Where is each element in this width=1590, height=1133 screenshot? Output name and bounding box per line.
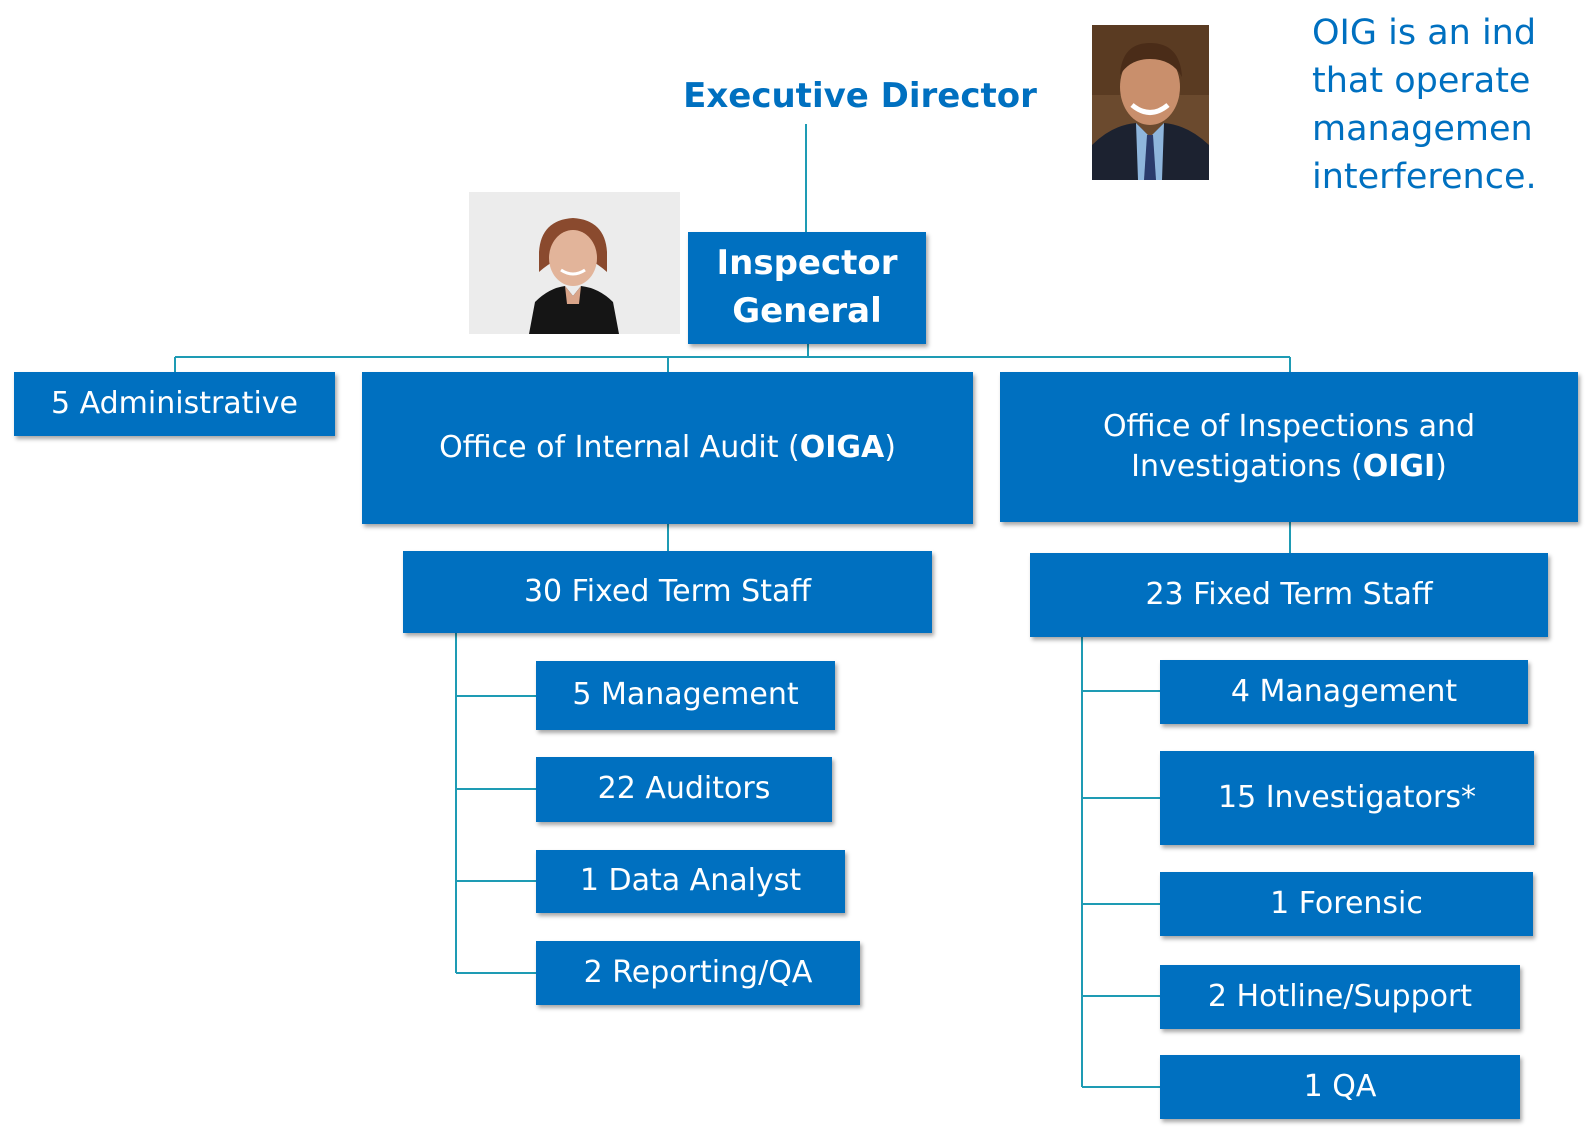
oigi-acronym: OIGI — [1362, 449, 1436, 484]
oigi-unit-box: 2 Hotline/Support — [1160, 965, 1520, 1029]
oiga-title: Office of Internal Audit (OIGA) — [439, 428, 896, 469]
administrative-box: 5 Administrative — [14, 372, 335, 436]
oigi-unit-box: 1 QA — [1160, 1055, 1520, 1119]
executive-director-photo — [1092, 25, 1209, 180]
oigi-unit-box: 1 Forensic — [1160, 872, 1533, 936]
inspector-general-photo — [469, 192, 680, 334]
administrative-label: 5 Administrative — [51, 385, 298, 421]
executive-director-title: Executive Director — [683, 76, 1037, 116]
oiga-staff-box: 30 Fixed Term Staff — [403, 551, 932, 633]
oig-statement-line: interference. — [1312, 156, 1537, 197]
oigi-unit-label: 1 QA — [1303, 1068, 1377, 1104]
oigi-title-suffix: ) — [1435, 449, 1447, 484]
oiga-unit-label: 22 Auditors — [597, 771, 771, 807]
oigi-title-prefix: Investigations ( — [1131, 449, 1363, 484]
oigi-unit-label: 2 Hotline/Support — [1207, 978, 1473, 1014]
oigi-unit-box: 4 Management — [1160, 660, 1528, 724]
oiga-unit-box: 5 Management — [536, 661, 835, 730]
oig-statement-line: that operate — [1312, 60, 1531, 101]
oig-statement-line: managemen — [1312, 108, 1533, 149]
oigi-unit-box: 15 Investigators* — [1160, 751, 1534, 845]
oigi-box: Office of Inspections and Investigations… — [1000, 372, 1578, 522]
oiga-unit-label: 1 Data Analyst — [579, 863, 802, 899]
oigi-staff-box: 23 Fixed Term Staff — [1030, 553, 1548, 637]
oigi-staff-label: 23 Fixed Term Staff — [1145, 576, 1433, 612]
oiga-staff-label: 30 Fixed Term Staff — [523, 573, 812, 609]
oiga-unit-label: 5 Management — [572, 677, 799, 713]
oiga-unit-label: 2 Reporting/QA — [583, 954, 813, 990]
oiga-unit-box: 1 Data Analyst — [536, 850, 845, 913]
oiga-title-prefix: Office of Internal Audit ( — [439, 429, 800, 465]
oiga-title-suffix: ) — [884, 429, 896, 465]
inspector-general-box: Inspector General — [688, 232, 926, 344]
oiga-acronym: OIGA — [799, 429, 885, 465]
oiga-box: Office of Internal Audit (OIGA) — [362, 372, 973, 524]
inspector-general-line1: Inspector — [716, 243, 898, 284]
oigi-unit-label: 1 Forensic — [1270, 885, 1423, 921]
oig-statement: OIG is an ind that operate managemen int… — [1312, 10, 1590, 202]
inspector-general-line2: General — [732, 291, 882, 331]
oigi-unit-label: 4 Management — [1230, 673, 1458, 709]
oigi-title-line2: Investigations (OIGI) — [1131, 447, 1447, 488]
oiga-unit-box: 22 Auditors — [536, 757, 832, 822]
oigi-title-line1: Office of Inspections and — [1102, 408, 1476, 444]
oig-statement-line: OIG is an ind — [1312, 13, 1537, 53]
oiga-unit-box: 2 Reporting/QA — [536, 941, 860, 1005]
oigi-unit-label: 15 Investigators* — [1217, 779, 1477, 815]
